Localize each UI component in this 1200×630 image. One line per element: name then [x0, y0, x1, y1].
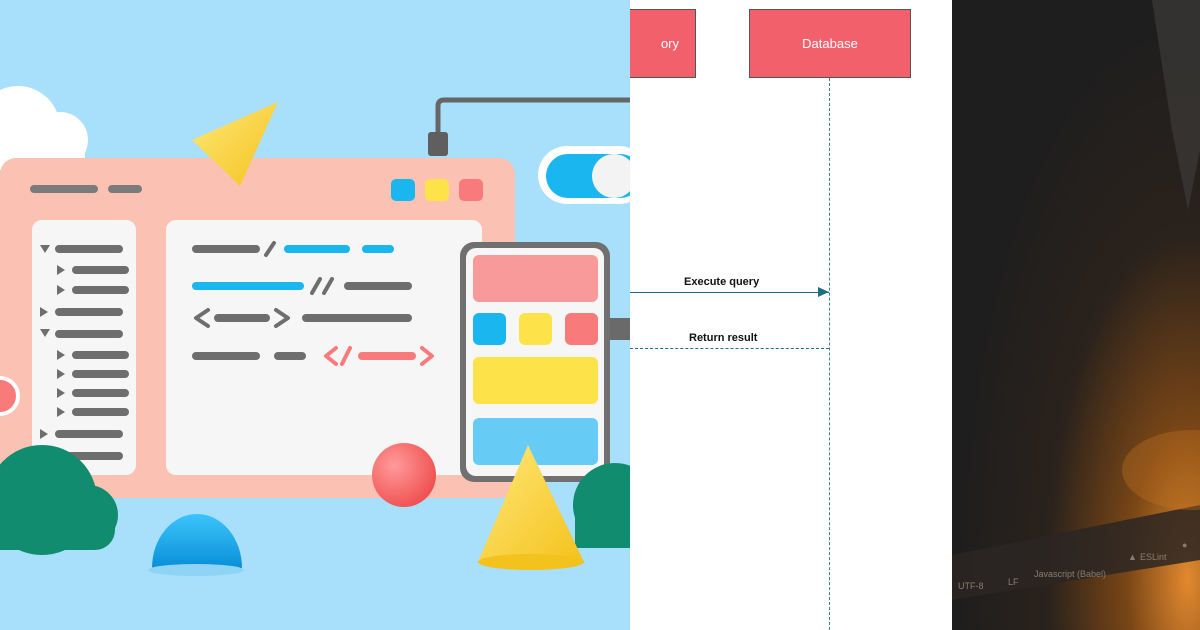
- warning-icon: ▲: [1128, 552, 1137, 562]
- file-tree-icon: [40, 245, 129, 460]
- phone-connector-icon: [610, 318, 630, 340]
- yellow-cone-icon: [478, 445, 584, 562]
- photo-shapes: [952, 0, 1200, 600]
- app-window: [0, 158, 515, 498]
- status-linter: ESLint: [1140, 552, 1167, 562]
- status-language: Javascript (Babel): [1034, 569, 1107, 579]
- actor-label: ory: [660, 36, 679, 51]
- message-arrow-execute: [630, 292, 829, 293]
- code-lines-icon: [192, 241, 434, 366]
- actor-box-partial: ory: [630, 9, 696, 78]
- coding-illustration: [0, 0, 630, 630]
- phone-mockup-icon: [460, 242, 610, 482]
- cloud-green-right-icon: [573, 463, 630, 548]
- cloud-top-left-icon: [0, 86, 88, 170]
- notification-icon: ●: [1182, 540, 1188, 550]
- actor-box-database: Database: [749, 9, 911, 78]
- window-button-yellow-icon: [425, 179, 449, 201]
- editor-photo: UTF-8 LF Javascript (Babel) ▲ ESLint ●: [952, 0, 1200, 630]
- cloud-green-left-icon: [0, 445, 118, 555]
- message-label-execute: Execute query: [684, 276, 760, 288]
- yellow-cone-top-icon: [192, 102, 278, 186]
- cable-icon: [435, 97, 630, 140]
- blue-dome-icon: [152, 514, 242, 568]
- toggle-switch-icon: [538, 146, 630, 204]
- sequence-diagram: ory Database Execute query Return result: [630, 0, 952, 630]
- actor-label: Database: [802, 36, 858, 51]
- status-encoding: UTF-8: [958, 581, 984, 591]
- window-button-blue-icon: [391, 179, 415, 201]
- database-lifeline: [829, 78, 830, 630]
- red-ball-left-icon: [0, 376, 20, 416]
- red-ball-icon: [372, 443, 436, 507]
- window-button-red-icon: [459, 179, 483, 201]
- message-label-return: Return result: [689, 332, 758, 344]
- message-arrow-return: [630, 348, 829, 349]
- illustration-svg: [0, 86, 630, 576]
- plug-icon: [428, 132, 448, 156]
- status-line-ending: LF: [1008, 577, 1019, 587]
- arrow-head-icon: [818, 287, 829, 297]
